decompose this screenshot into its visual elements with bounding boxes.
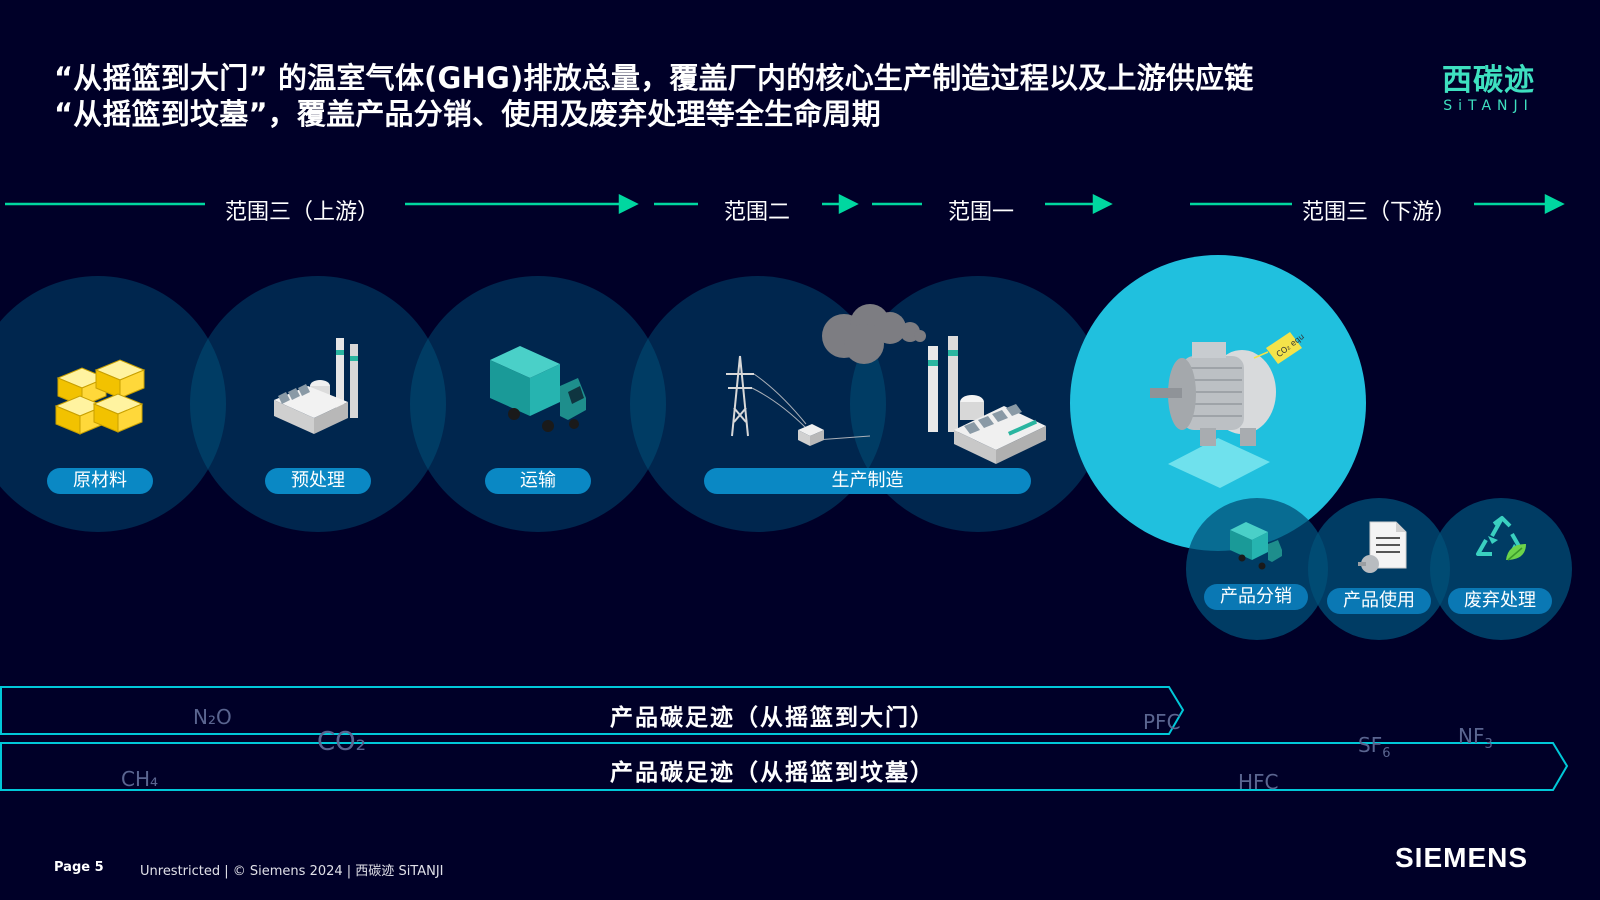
- footprint-bands: [0, 686, 1569, 791]
- scope3-downstream-label: 范围三（下游）: [1302, 200, 1457, 225]
- manufacturing-pill: 生产制造: [704, 468, 1031, 494]
- cradle-to-gate-label: 产品碳足迹（从摇篮到大门）: [610, 705, 935, 731]
- gas-nf3-subscript: 3: [1484, 737, 1493, 752]
- scope1-label: 范围一: [948, 200, 1015, 225]
- motor-product-icon: [1150, 332, 1302, 488]
- title-line-2: “从摇篮到坟墓”，覆盖产品分销、使用及废弃处理等全生命周期: [54, 97, 881, 131]
- pretreatment-label: 预处理: [291, 470, 345, 491]
- boxes-icon: [54, 359, 146, 435]
- footer-copyright: Unrestricted | © Siemens 2024 | 西碳迹 SiTA…: [140, 864, 444, 879]
- document-icon: [1358, 521, 1407, 573]
- pretreatment-pill: 预处理: [265, 468, 371, 494]
- scope3-upstream-label: 范围三（上游）: [225, 200, 380, 225]
- gas-nf3: NF3: [1458, 724, 1493, 752]
- disposal-pill: 废弃处理: [1448, 588, 1552, 614]
- scope-row: 范围三（上游） 范围二 范围一 范围三（下游）: [0, 186, 1600, 232]
- distribution-label: 产品分销: [1220, 586, 1292, 607]
- logo-english: SiTANJI: [1443, 98, 1534, 114]
- emission-cloud-icon: [822, 304, 926, 364]
- gas-sf6-subscript: 6: [1382, 746, 1391, 761]
- distribution-truck-icon: [1230, 522, 1282, 570]
- power-pylon-icon: [726, 355, 870, 446]
- sitanji-logo: 西碳迹 SiTANJI: [1442, 63, 1535, 115]
- manufacturing-label: 生产制造: [831, 470, 904, 491]
- gas-pfc: PFC: [1143, 710, 1181, 734]
- title-line-1: “从摇篮到大门” 的温室气体(GHG)排放总量，覆盖厂内的核心生产制造过程以及上…: [54, 61, 1254, 95]
- gas-co2: CO₂: [317, 727, 367, 757]
- gas-nf3-text: NF: [1458, 724, 1485, 748]
- logo-chinese: 西碳迹: [1442, 63, 1535, 98]
- raw-material-pill: 原材料: [47, 468, 153, 494]
- scope-arrows: [5, 193, 1565, 215]
- cradle-to-grave-band: [0, 742, 1569, 791]
- gas-ch4: CH₄: [121, 767, 159, 791]
- slide-title: “从摇篮到大门” 的温室气体(GHG)排放总量，覆盖厂内的核心生产制造过程以及上…: [54, 60, 1253, 132]
- transport-label: 运输: [520, 470, 556, 491]
- scope3-down-arrowhead: [1544, 193, 1565, 215]
- gas-n2o: N₂O: [193, 705, 232, 729]
- scope3-up-arrowhead: [618, 193, 639, 215]
- use-label: 产品使用: [1343, 590, 1415, 611]
- recycle-icon: [1476, 516, 1526, 561]
- use-pill: 产品使用: [1327, 588, 1431, 614]
- disposal-label: 废弃处理: [1464, 590, 1536, 611]
- scope1-arrowhead: [1092, 193, 1113, 215]
- scope2-arrowhead: [838, 193, 859, 215]
- transport-pill: 运输: [485, 468, 591, 494]
- siemens-logo: SIEMENS: [1395, 842, 1529, 873]
- raw-material-label: 原材料: [73, 470, 127, 491]
- gas-sf6-text: SF: [1358, 733, 1383, 757]
- page-number: Page 5: [54, 860, 104, 875]
- gas-hfc: HFC: [1238, 770, 1279, 794]
- manufacturing-factory-icon: [928, 336, 1046, 464]
- cradle-to-grave-label: 产品碳足迹（从摇篮到坟墓）: [610, 760, 935, 786]
- pretreatment-factory-icon: [274, 338, 358, 434]
- gas-sf6: SF6: [1358, 733, 1390, 761]
- cradle-to-gate-band: [0, 686, 1185, 735]
- scope2-label: 范围二: [724, 200, 791, 225]
- distribution-circle: [1186, 498, 1328, 640]
- truck-icon: [490, 346, 586, 432]
- distribution-pill: 产品分销: [1204, 584, 1308, 610]
